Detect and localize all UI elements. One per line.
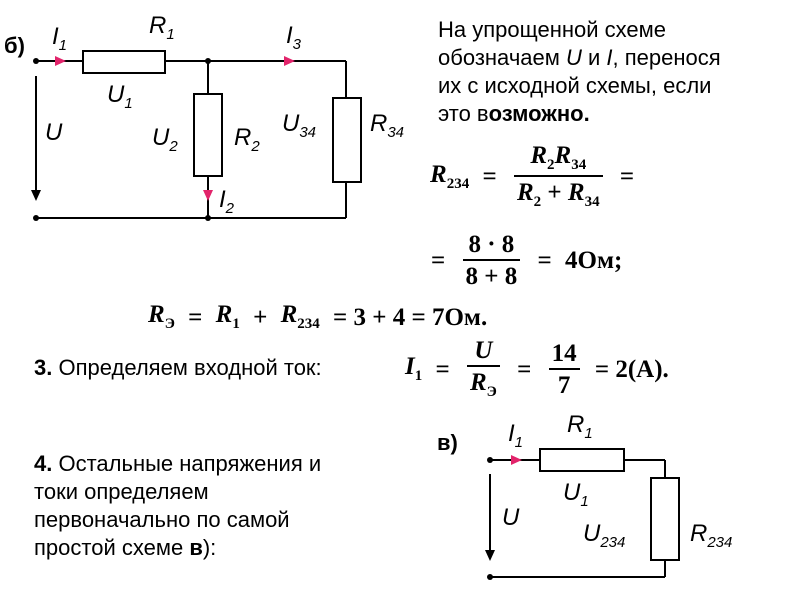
label-u2: U2 <box>152 124 178 155</box>
circuit-b-label: б) <box>4 33 25 58</box>
fraction-14-7: 14 7 <box>548 341 580 398</box>
node-left-bottom <box>33 215 39 221</box>
step4-line-4: простой схеме в): <box>34 535 217 560</box>
voltage-arrow-u-head <box>31 190 41 201</box>
note-line-2: обозначаем U и I, перенося <box>438 45 721 70</box>
formula-re: RЭ = R1 + R234 = 3 + 4 = 7Ом. <box>148 301 488 332</box>
node-v-left-bottom <box>487 574 493 580</box>
label-i2: I2 <box>219 186 235 217</box>
resistor-v-r234 <box>650 477 680 561</box>
resistor-v-r1 <box>539 448 625 472</box>
label-v-i1: I1 <box>508 420 524 451</box>
resistor-r34 <box>332 97 362 183</box>
label-u34: U34 <box>282 110 317 141</box>
circuit-v-label: в) <box>437 430 458 455</box>
formula-r234-line1: R234 = R2R34 R2 + R34 = <box>430 142 635 210</box>
resistor-r2 <box>193 93 223 177</box>
node-junction-top <box>205 58 211 64</box>
note-line-1: На упрощенной схеме <box>438 17 666 42</box>
formula-r234-line2: = 8 · 8 8 + 8 = 4Ом; <box>431 231 623 290</box>
node-left-top <box>33 58 39 64</box>
current-arrow-i1 <box>55 56 66 66</box>
label-v-u234: U234 <box>583 520 626 551</box>
step4-line-1: 4. Остальные напряжения и <box>34 451 322 476</box>
label-v-u: U <box>502 504 520 531</box>
note-line-4: это возможно. <box>438 101 590 126</box>
step4-text: 4. Остальные напряжения и токи определяе… <box>34 450 321 562</box>
label-u: U <box>45 119 63 146</box>
step3-text: 3. Определяем входной ток: <box>34 355 322 380</box>
step4-line-2: токи определяем <box>34 479 209 504</box>
current-arrow-i3 <box>284 56 295 66</box>
step4-line-3: первоначально по самой <box>34 507 290 532</box>
label-v-u1: U1 <box>563 479 589 510</box>
node-junction-bottom <box>205 215 211 221</box>
label-r1: R1 <box>149 12 175 43</box>
note-text: На упрощенной схеме обозначаем U и I, пе… <box>438 16 721 128</box>
current-arrow-v-i1 <box>511 455 522 465</box>
fraction-r234: R2R34 R2 + R34 <box>513 143 603 210</box>
fraction-u-re: U RЭ <box>466 338 500 400</box>
label-r34: R34 <box>370 110 405 141</box>
label-v-r234: R234 <box>690 520 733 551</box>
label-i1: I1 <box>52 23 68 54</box>
label-r2: R2 <box>234 124 260 155</box>
node-v-left-top <box>487 457 493 463</box>
resistor-r1 <box>82 50 166 74</box>
current-arrow-i2 <box>203 190 213 201</box>
formula-i1: I1 = U RЭ = 14 7 = 2(А). <box>405 337 669 400</box>
label-i3: I3 <box>286 22 302 53</box>
voltage-arrow-v-u-head <box>485 550 495 561</box>
fraction-8x8: 8 · 8 8 + 8 <box>462 232 521 289</box>
label-v-r1: R1 <box>567 411 593 442</box>
label-u1: U1 <box>107 81 133 112</box>
note-line-3: их с исходной схемы, если <box>438 73 712 98</box>
